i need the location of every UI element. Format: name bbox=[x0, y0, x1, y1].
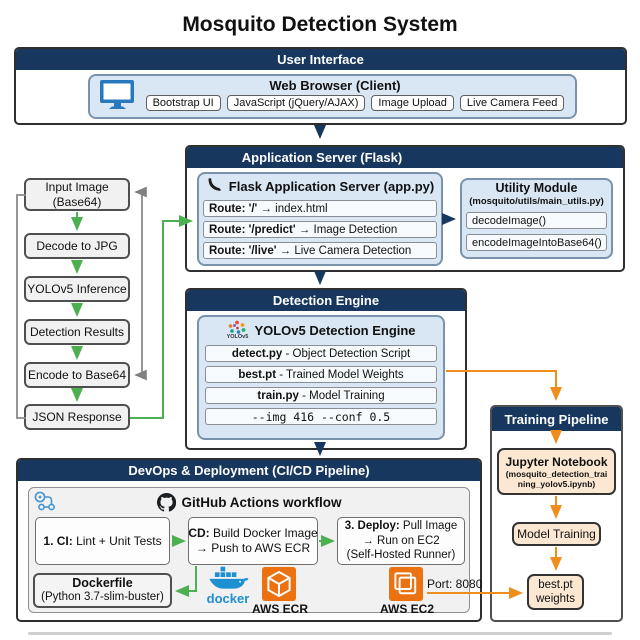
detection-engine-banner: Detection Engine bbox=[187, 290, 465, 311]
user-interface-banner: User Interface bbox=[16, 49, 625, 70]
route-row-predict: Route: '/predict' → Image Detection bbox=[203, 221, 437, 238]
training-pipeline-banner: Training Pipeline bbox=[492, 407, 621, 431]
utility-fn-encode: encodeImageIntoBase64() bbox=[466, 234, 607, 251]
dockerfile-box: Dockerfile (Python 3.7-slim-buster) bbox=[33, 573, 172, 608]
dockerfile-title: Dockerfile bbox=[72, 576, 133, 591]
flask-icon bbox=[206, 177, 223, 195]
engine-best-desc: - Trained Model Weights bbox=[276, 368, 404, 381]
yolov5-engine-title: YOLOv5 Detection Engine bbox=[254, 322, 416, 338]
flow-input-line2: (Base64) bbox=[52, 194, 102, 209]
flow-step-decode: Decode to JPG bbox=[24, 233, 130, 259]
engine-row-detect: detect.py - Object Detection Script bbox=[205, 345, 437, 362]
cd-step-text: Build Docker Image bbox=[209, 526, 318, 540]
yolov5-title-row: YOLOv5 YOLOv5 Detection Engine bbox=[200, 319, 442, 341]
jupyter-file-line2: ning_yolov5.ipynb) bbox=[517, 478, 596, 489]
tag-live-camera: Live Camera Feed bbox=[459, 95, 565, 111]
deploy-step-line3: (Self-Hosted Runner) bbox=[346, 549, 456, 562]
aws-ecr-icon bbox=[262, 567, 296, 601]
bestpt-line1: best.pt bbox=[538, 578, 573, 591]
deploy-step-box: 3. Deploy: Pull Image → Run on EC2 (Self… bbox=[337, 517, 465, 565]
training-pipeline-banner-label: Training Pipeline bbox=[504, 411, 609, 427]
aws-ecr-label: AWS ECR bbox=[252, 602, 309, 616]
flask-title-row: Flask Application Server (app.py) bbox=[200, 176, 440, 196]
app-server-banner-label: Application Server (Flask) bbox=[241, 150, 403, 165]
jupyter-title: Jupyter Notebook bbox=[505, 454, 608, 469]
aws-ec2-label: AWS EC2 bbox=[379, 602, 434, 616]
engine-row-train: train.py - Model Training bbox=[205, 387, 437, 404]
route-row-live: Route: '/live' → Live Camera Detection bbox=[203, 242, 437, 259]
tag-javascript: JavaScript (jQuery/AJAX) bbox=[226, 95, 366, 111]
deploy-step-line2: → Run on EC2 bbox=[362, 534, 440, 547]
yolov5-icon: YOLOv5 bbox=[226, 320, 248, 340]
flow-step-json: JSON Response bbox=[24, 404, 130, 430]
tag-bootstrap: Bootstrap UI bbox=[145, 95, 221, 111]
bestpt-line2: weights bbox=[536, 593, 575, 605]
ci-step-box: 1. CI: Lint + Unit Tests bbox=[35, 517, 170, 565]
jupyter-file-line1: (mosquito_detection_trai bbox=[505, 468, 608, 479]
flow-step-encode: Encode to Base64 bbox=[24, 362, 130, 388]
web-browser-title: Web Browser (Client) bbox=[269, 78, 401, 93]
engine-row-command: --img 416 --conf 0.5 bbox=[205, 408, 437, 425]
github-icon bbox=[156, 492, 176, 512]
ci-step-text: Lint + Unit Tests bbox=[72, 533, 162, 548]
bestpt-weights-box: best.pt weights bbox=[527, 574, 584, 610]
yolov5-icon-caption: YOLOv5 bbox=[226, 334, 249, 340]
route-live-target: → Live Camera Detection bbox=[276, 244, 412, 257]
arrow-to-input-image bbox=[134, 186, 147, 375]
utility-module-subtitle: (mosquito/utils/main_utils.py) bbox=[469, 196, 604, 207]
flow-input-line1: Input Image bbox=[45, 180, 109, 195]
flow-step-results: Detection Results bbox=[24, 319, 130, 345]
cd-step-line2: → Push to AWS ECR bbox=[195, 541, 311, 555]
page-title: Mosquito Detection System bbox=[182, 13, 458, 36]
cd-step-bold: CD: bbox=[188, 526, 210, 540]
engine-best-file: best.pt bbox=[238, 368, 277, 381]
arrow-json-to-appserver bbox=[130, 215, 193, 419]
github-workflow-title: GitHub Actions workflow bbox=[181, 494, 342, 510]
github-workflow-title-row: GitHub Actions workflow bbox=[28, 492, 470, 512]
route-row-index: Route: '/' → index.html bbox=[203, 200, 437, 217]
route-live-prefix: Route: '/live' bbox=[209, 244, 277, 257]
devops-banner-label: DevOps & Deployment (CI/CD Pipeline) bbox=[128, 463, 370, 478]
devops-banner: DevOps & Deployment (CI/CD Pipeline) bbox=[18, 460, 480, 481]
docker-label: docker bbox=[206, 591, 250, 606]
engine-row-best: best.pt - Trained Model Weights bbox=[205, 366, 437, 383]
deploy-step-bold: 3. Deploy: bbox=[344, 520, 400, 533]
engine-detect-file: detect.py bbox=[231, 347, 283, 360]
port-label: Port: 8080 bbox=[427, 577, 483, 591]
engine-train-desc: - Model Training bbox=[298, 389, 385, 402]
flow-step-input-image: Input Image (Base64) bbox=[24, 178, 130, 211]
browser-tags: Bootstrap UI JavaScript (jQuery/AJAX) Im… bbox=[145, 95, 565, 111]
utility-module-title: Utility Module bbox=[495, 181, 578, 195]
monitor-icon bbox=[99, 79, 136, 111]
dockerfile-subtitle: (Python 3.7-slim-buster) bbox=[41, 591, 164, 604]
flask-title: Flask Application Server (app.py) bbox=[228, 178, 435, 194]
docker-whale-icon bbox=[206, 563, 250, 591]
detection-engine-banner-label: Detection Engine bbox=[272, 293, 380, 308]
tag-image-upload: Image Upload bbox=[371, 95, 454, 111]
bottom-divider bbox=[28, 632, 612, 635]
github-actions-icon bbox=[32, 489, 58, 515]
cd-step-box: CD: Build Docker Image → Push to AWS ECR bbox=[188, 517, 318, 565]
engine-train-file: train.py bbox=[257, 389, 299, 402]
model-training-box: Model Training bbox=[512, 522, 601, 546]
route-predict-prefix: Route: '/predict' bbox=[209, 223, 296, 236]
jupyter-notebook-box: Jupyter Notebook (mosquito_detection_tra… bbox=[497, 448, 616, 495]
utility-fn-decode: decodeImage() bbox=[466, 212, 607, 229]
aws-ec2-icon bbox=[389, 567, 423, 601]
ci-step-bold: 1. CI: bbox=[43, 533, 73, 548]
user-interface-banner-label: User Interface bbox=[277, 52, 364, 67]
route-index-target: → index.html bbox=[257, 202, 328, 215]
deploy-step-text: Pull Image bbox=[399, 520, 458, 533]
route-predict-target: → Image Detection bbox=[295, 223, 398, 236]
flow-step-inference: YOLOv5 Inference bbox=[24, 276, 130, 302]
app-server-banner: Application Server (Flask) bbox=[187, 147, 623, 168]
route-index-prefix: Route: '/' bbox=[209, 202, 258, 215]
engine-detect-desc: - Object Detection Script bbox=[282, 347, 411, 360]
